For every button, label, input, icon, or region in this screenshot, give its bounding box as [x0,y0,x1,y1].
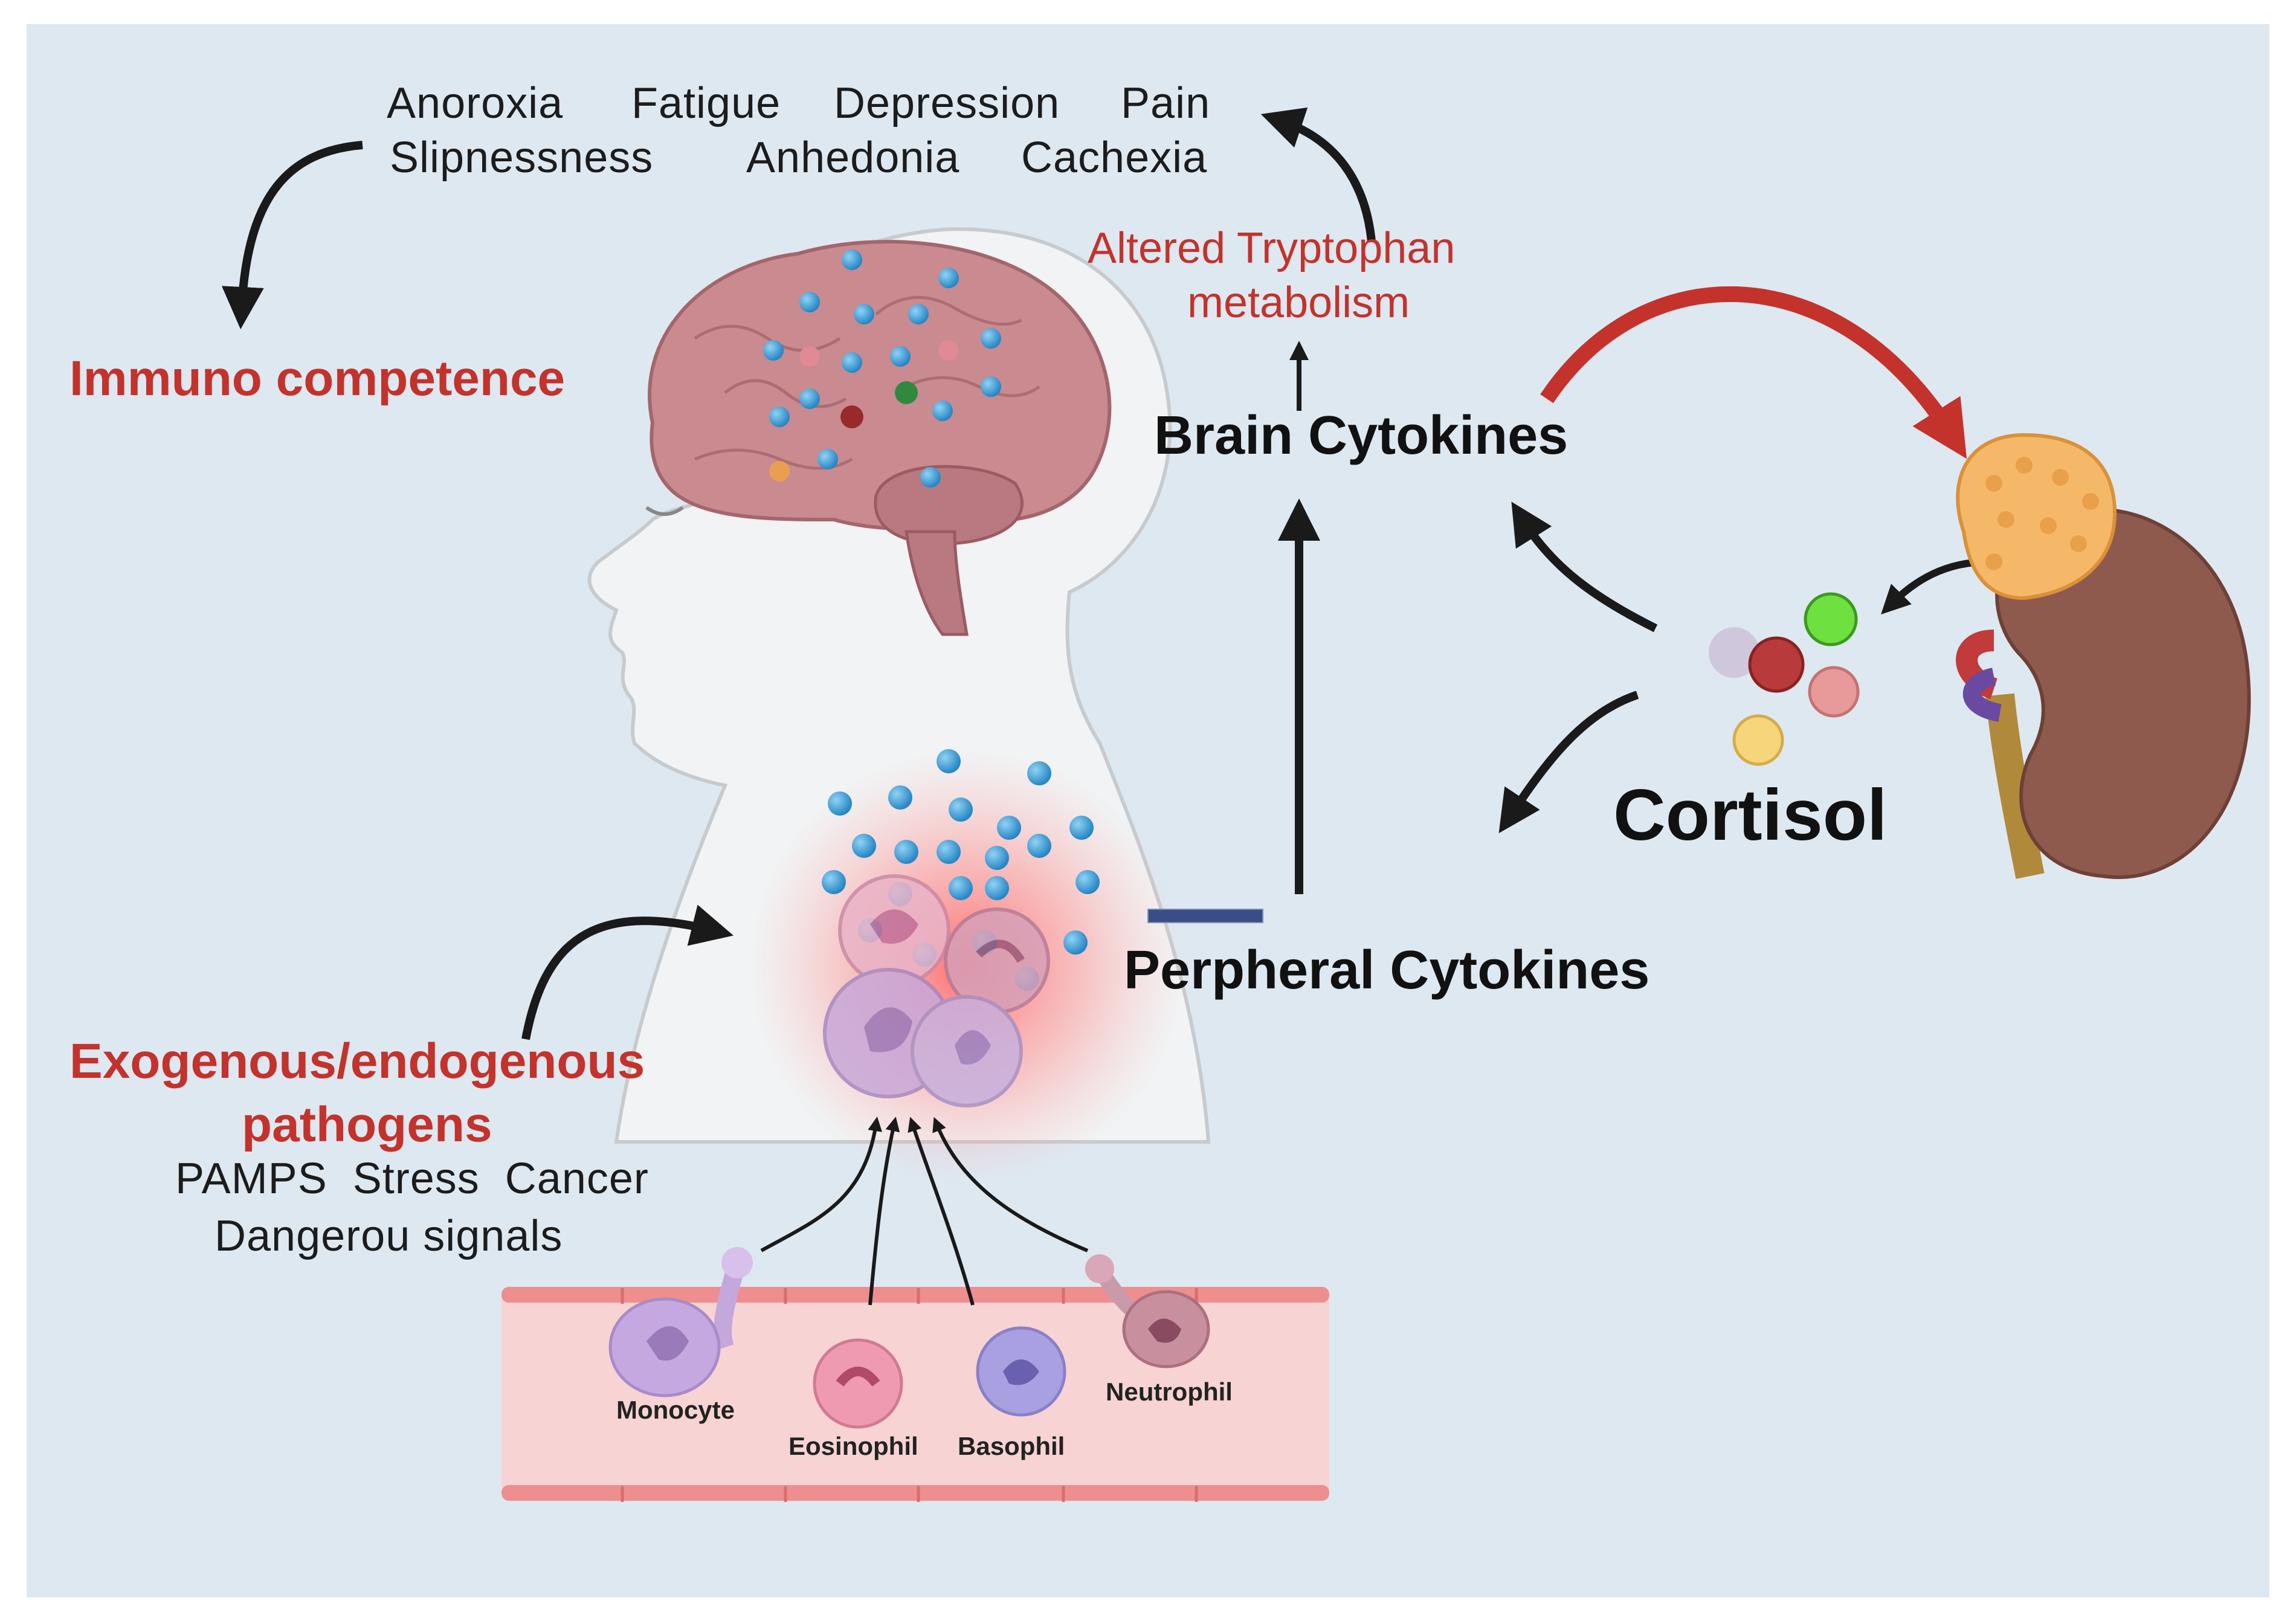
pathogen-arrow [521,904,734,1040]
brain-to-adrenal-arrow [1540,286,1967,459]
symptom-depression: Depression [834,79,1060,127]
symptom-fatigue: Fatigue [631,79,781,127]
adrenal-gland-icon [1956,433,2117,601]
cortisol-label: Cortisol [1613,775,1888,856]
brain-fold [694,324,841,352]
tryptophan-label-line1: Altered Tryptophan [1088,224,1456,272]
immuno-arrow [221,141,363,329]
neutrophil-label: Neutrophil [1106,1378,1233,1406]
eosinophil-label: Eosinophil [788,1432,918,1460]
annotation-badge [1147,909,1263,923]
symptom-sleepiness: Slipnessness [390,134,654,182]
peripheral-cytokines-label: Perpheral Cytokines [1124,940,1650,1000]
symptom-pain: Pain [1121,79,1211,127]
brain-fold [905,376,1040,398]
brainstem-icon [905,530,969,636]
eosinophil-cell [813,1338,903,1429]
immuno-competence-label: Immuno competence [69,351,566,406]
cell-migration-arrows [760,1116,1089,1306]
brain-cytokines-label: Brain Cytokines [1154,405,1569,466]
pathogens-line1: PAMPS Stress Cancer [175,1155,649,1203]
monocyte-label: Monocyte [616,1396,735,1424]
tryptophan-label-line2: metabolism [1187,279,1410,327]
pathogens-line2: Dangerou signals [214,1212,563,1260]
brain-fold [875,295,1022,326]
neutrophil-cell [1085,1254,1210,1368]
pathogens-title-line1: Exogenous/endogenous [69,1034,645,1089]
basophil-label: Basophil [958,1432,1065,1460]
cortisol-to-periphery-arrow [1498,691,1639,834]
cortisol-to-brain-arrow [1511,501,1658,633]
symptom-anorexia: Anoroxia [387,79,564,127]
pathogens-title-line2: pathogens [242,1097,492,1152]
brain-fold [724,379,847,408]
symptom-cachexia: Cachexia [1021,134,1208,182]
closed-eye-icon [645,506,684,516]
symptom-anhedonia: Anhedonia [746,134,960,182]
cortisol-molecules [1709,592,1860,766]
symptoms-arrow [1260,107,1376,242]
neck-white-cells [823,874,1050,1107]
basophil-cell [976,1326,1066,1417]
monocyte-cell [608,1247,753,1397]
kidney-icon [1956,507,2251,879]
brain-cytokine-particles [763,250,1001,488]
brain-icon [648,240,1112,530]
